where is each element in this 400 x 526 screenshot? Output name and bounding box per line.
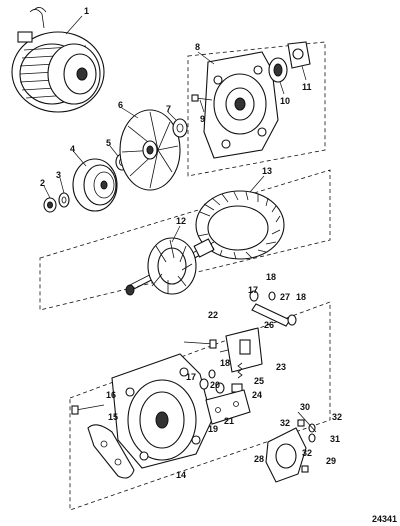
housing-screw <box>191 94 213 102</box>
callout-10: 10 <box>280 96 290 106</box>
slip-ring-end-frame <box>111 353 213 469</box>
terminal-strap <box>249 290 297 327</box>
bearing-retainer-plate <box>287 41 311 69</box>
pulley <box>72 158 118 212</box>
alternator-assembly <box>11 7 105 113</box>
lock-washer <box>58 192 70 208</box>
callout-17b: 17 <box>186 372 196 382</box>
callout-18b: 18 <box>296 292 306 302</box>
callout-16: 16 <box>106 390 116 400</box>
callout-18a: 18 <box>266 272 276 282</box>
capacitor-bracket <box>265 427 307 483</box>
callout-27: 27 <box>280 292 290 302</box>
bolt <box>71 404 105 415</box>
callout-32c: 32 <box>302 448 312 458</box>
stator <box>195 190 285 260</box>
brush-holder <box>219 327 263 373</box>
figure-code: 24341 <box>372 514 397 524</box>
callout-29: 29 <box>326 456 336 466</box>
frame-box-top <box>187 41 326 177</box>
frame-box-middle <box>39 169 331 311</box>
small-hardware <box>297 411 317 473</box>
leader-lines <box>43 15 307 243</box>
callout-18c: 18 <box>220 358 230 368</box>
callout-7: 7 <box>166 104 171 114</box>
callout-23: 23 <box>276 362 286 372</box>
callout-28: 28 <box>254 454 264 464</box>
callout-13: 13 <box>262 166 272 176</box>
callout-3: 3 <box>56 170 61 180</box>
terminal-hardware <box>199 369 225 394</box>
callout-2: 2 <box>40 178 45 188</box>
heat-shield <box>87 424 135 479</box>
rectifier-bridge <box>205 389 251 425</box>
callout-5: 5 <box>106 138 111 148</box>
callout-32a: 32 <box>332 412 342 422</box>
callout-17a: 17 <box>248 285 258 295</box>
callout-21: 21 <box>224 416 234 426</box>
callout-31: 31 <box>330 434 340 444</box>
collar <box>172 118 188 138</box>
callout-9: 9 <box>200 114 205 124</box>
rotor <box>125 237 215 296</box>
callout-22: 22 <box>208 310 218 320</box>
callout-14: 14 <box>176 470 186 480</box>
callout-30: 30 <box>300 402 310 412</box>
drive-end-housing <box>203 51 279 159</box>
callout-8: 8 <box>195 42 200 52</box>
callout-32b: 32 <box>280 418 290 428</box>
callout-1: 1 <box>84 6 89 16</box>
through-bolt <box>183 339 217 349</box>
fan <box>119 109 181 191</box>
callout-19: 19 <box>208 424 218 434</box>
callout-24: 24 <box>252 390 262 400</box>
callout-12: 12 <box>176 216 186 226</box>
callout-15: 15 <box>108 412 118 422</box>
callout-20: 20 <box>210 380 220 390</box>
pulley-nut <box>43 197 57 213</box>
callouts: 1 2 3 4 5 6 7 8 9 10 11 12 13 14 15 16 1… <box>40 6 397 524</box>
callout-4: 4 <box>70 144 75 154</box>
callout-6: 6 <box>118 100 123 110</box>
front-bearing <box>268 57 288 83</box>
callout-25: 25 <box>254 376 264 386</box>
callout-26: 26 <box>264 320 274 330</box>
callout-11: 11 <box>302 82 312 92</box>
